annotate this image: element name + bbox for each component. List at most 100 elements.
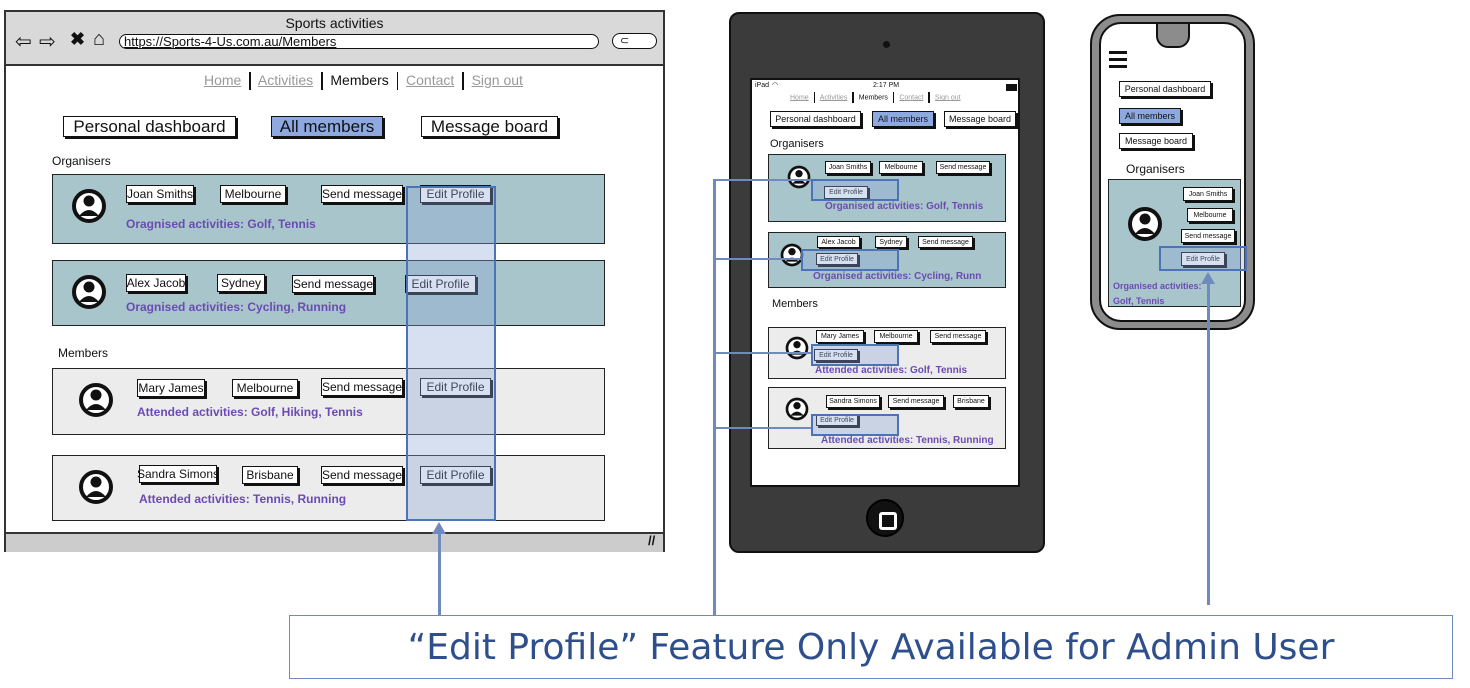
- edit-profile-highlight: [811, 179, 899, 201]
- nav-sign-out[interactable]: Sign out: [471, 72, 523, 88]
- edit-profile-button[interactable]: Edit Profile: [420, 466, 491, 484]
- avatar-icon: [1127, 205, 1163, 248]
- organiser-card: Joan Smiths Melbourne Send message Edit …: [768, 154, 1006, 222]
- member-name-button[interactable]: Alex Jacob: [126, 274, 186, 292]
- nav-home[interactable]: Home: [790, 94, 809, 102]
- tab-personal-dashboard[interactable]: Personal dashboard: [1119, 81, 1211, 97]
- edit-profile-button[interactable]: Edit Profile: [824, 186, 868, 199]
- edit-profile-button[interactable]: Edit Profile: [1181, 252, 1225, 266]
- tab-message-board[interactable]: Message board: [1119, 133, 1193, 149]
- arrow-head-icon: [1201, 272, 1215, 284]
- send-message-button[interactable]: Send message: [321, 378, 403, 396]
- avatar-icon: [785, 396, 809, 427]
- attended-activities: Attended activities: Tennis, Running: [139, 492, 347, 506]
- tab-message-board[interactable]: Message board: [421, 116, 558, 137]
- avatar-icon: [78, 468, 114, 506]
- edit-profile-button[interactable]: Edit Profile: [816, 253, 858, 265]
- nav-members[interactable]: Members: [330, 72, 389, 88]
- tablet-screen: iPad ◠ 2:17 PM Home Activities Members C…: [750, 78, 1020, 487]
- nav-activities[interactable]: Activities: [819, 94, 848, 102]
- member-city-button[interactable]: Melbourne: [220, 185, 286, 203]
- avatar-icon: [78, 381, 114, 419]
- tablet-home-button-icon[interactable]: [866, 499, 904, 537]
- organiser-card: Joan Smiths Melbourne Send message Edit …: [1108, 179, 1241, 307]
- member-name-button[interactable]: Mary James: [816, 330, 864, 343]
- member-city-button[interactable]: Melbourne: [1187, 208, 1233, 222]
- attended-activities: Attended activities: Golf, Tennis: [815, 365, 968, 376]
- send-message-button[interactable]: Send message: [1181, 229, 1235, 243]
- url-text: https://Sports-4-Us.com.au/Members: [124, 34, 337, 49]
- send-message-button[interactable]: Send message: [292, 275, 374, 293]
- send-message-button[interactable]: Send message: [321, 466, 403, 484]
- connector-line: [713, 179, 811, 181]
- url-bar[interactable]: https://Sports-4-Us.com.au/Members: [119, 34, 599, 49]
- member-name-button[interactable]: Alex Jacob: [817, 236, 860, 248]
- send-message-button[interactable]: Send message: [930, 330, 986, 343]
- edit-profile-highlight: [406, 186, 496, 521]
- tab-message-board[interactable]: Message board: [944, 111, 1016, 127]
- organised-activities: Oragnised activities: Golf, Tennis: [126, 217, 316, 231]
- tablet-carrier: iPad: [755, 82, 770, 89]
- send-message-button[interactable]: Send message: [321, 185, 403, 203]
- tablet-camera-icon: [883, 41, 890, 48]
- member-name-button[interactable]: Sandra Simons: [136, 465, 220, 483]
- edit-profile-button[interactable]: Edit Profile: [814, 349, 858, 361]
- connector-line: [713, 427, 811, 429]
- organiser-card: Alex Jacob Sydney Send message Edit Prof…: [768, 232, 1006, 288]
- members-heading: Members: [58, 346, 109, 360]
- organised-activities: Organised activities: Golf, Tennis: [1113, 281, 1202, 306]
- window-title: Sports activities: [285, 15, 384, 31]
- phone-screen: Personal dashboard All members Message b…: [1099, 22, 1246, 322]
- edit-profile-button[interactable]: Edit Profile: [405, 275, 476, 293]
- member-city-button[interactable]: Sydney: [875, 236, 907, 248]
- member-city-button[interactable]: Brisbane: [242, 466, 298, 484]
- close-icon[interactable]: ✖: [70, 29, 86, 49]
- member-city-button[interactable]: Melbourne: [232, 379, 298, 397]
- member-name-button[interactable]: Joan Smiths: [825, 161, 871, 174]
- nav-members[interactable]: Members: [858, 94, 888, 102]
- organisers-heading: Organisers: [52, 154, 111, 168]
- member-card: Mary James Melbourne Send message Edit P…: [52, 368, 605, 435]
- attended-activities: Attended activities: Golf, Hiking, Tenni…: [137, 405, 363, 419]
- nav-home[interactable]: Home: [204, 72, 242, 88]
- hamburger-menu-icon[interactable]: [1109, 51, 1127, 68]
- send-message-button[interactable]: Send message: [888, 395, 944, 408]
- home-icon[interactable]: ⌂: [93, 28, 106, 50]
- member-card: Sandra Simons Send message Brisbane Edit…: [768, 387, 1006, 449]
- tab-personal-dashboard[interactable]: Personal dashboard: [770, 111, 861, 127]
- send-message-button[interactable]: Send message: [918, 236, 973, 248]
- edit-profile-button[interactable]: Edit Profile: [420, 378, 491, 396]
- nav-activities[interactable]: Activities: [257, 72, 314, 88]
- member-name-button[interactable]: Sandra Simons: [826, 395, 880, 408]
- member-name-button[interactable]: Mary James: [137, 379, 205, 397]
- resize-grip-icon[interactable]: //: [648, 533, 656, 548]
- connector-line: [438, 531, 441, 616]
- back-arrow-icon[interactable]: ⇦: [15, 31, 32, 53]
- tab-all-members[interactable]: All members: [1119, 108, 1181, 124]
- nav-bar: Home Activities Members Contact Sign out: [204, 72, 523, 91]
- nav-contact[interactable]: Contact: [899, 94, 924, 102]
- organiser-card: Joan Smiths Melbourne Send message Edit …: [52, 174, 605, 244]
- battery-icon: [1006, 84, 1017, 91]
- forward-arrow-icon[interactable]: ⇨: [39, 31, 56, 53]
- send-message-button[interactable]: Send message: [936, 161, 990, 174]
- member-name-button[interactable]: Joan Smiths: [126, 185, 194, 203]
- edit-profile-button[interactable]: Edit Profile: [420, 185, 491, 203]
- search-field[interactable]: ⊂: [612, 33, 657, 49]
- nav-contact[interactable]: Contact: [406, 72, 455, 88]
- tab-all-members[interactable]: All members: [872, 111, 934, 127]
- connector-line: [713, 179, 716, 616]
- organisers-heading: Organisers: [770, 138, 824, 150]
- edit-profile-highlight: [811, 344, 899, 366]
- tab-personal-dashboard[interactable]: Personal dashboard: [63, 116, 236, 137]
- member-name-button[interactable]: Joan Smiths: [1183, 187, 1233, 201]
- member-city-button[interactable]: Melbourne: [879, 161, 923, 174]
- member-city-button[interactable]: Melbourne: [874, 330, 918, 343]
- avatar-icon: [785, 335, 809, 366]
- wifi-icon: ◠: [772, 82, 779, 89]
- member-city-button[interactable]: Sydney: [217, 274, 265, 292]
- member-city-button[interactable]: Brisbane: [953, 395, 989, 408]
- tab-all-members[interactable]: All members: [271, 116, 383, 137]
- nav-sign-out[interactable]: Sign out: [934, 94, 961, 102]
- browser-statusbar: [6, 532, 663, 552]
